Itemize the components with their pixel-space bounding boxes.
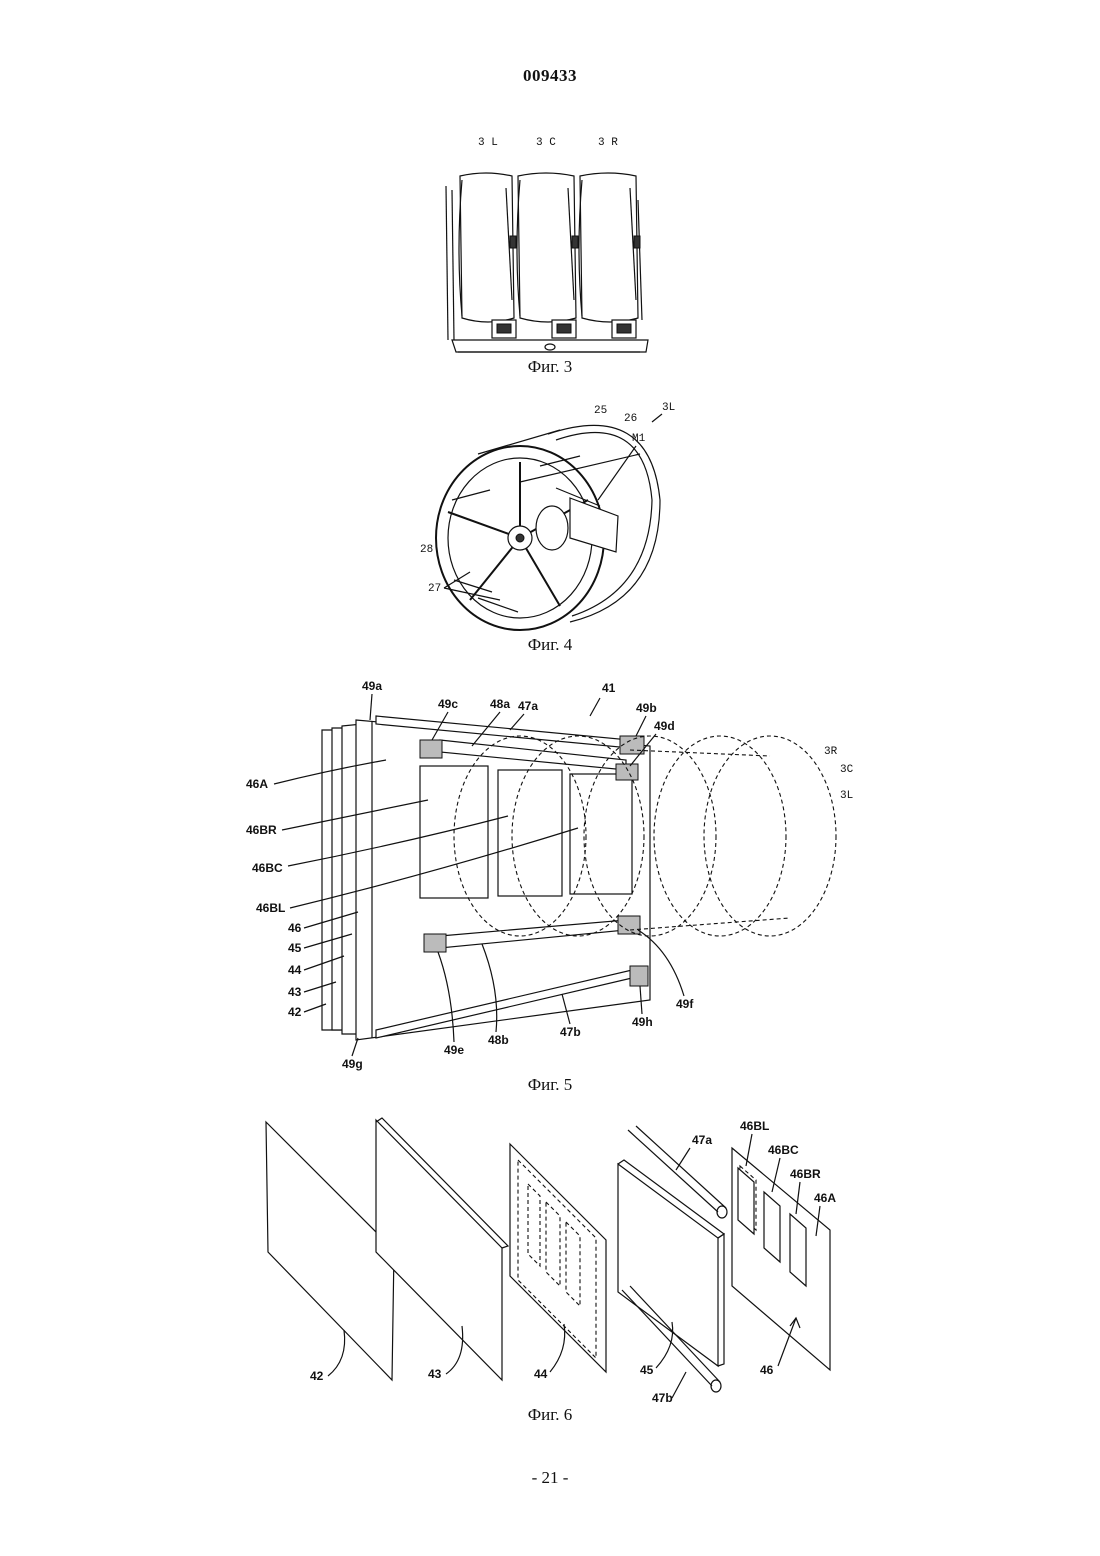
fig5-label-46bl: 46BL xyxy=(256,901,285,915)
fig6-label-47a: 47a xyxy=(692,1133,712,1147)
fig5-label-3c: 3C xyxy=(840,764,854,776)
fig6-exploded-layers-drawing: 42 43 44 45 47a 47b 46BL xyxy=(266,1118,836,1405)
fig5-label-46br: 46BR xyxy=(246,823,277,837)
fig5-label-49g: 49g xyxy=(342,1057,363,1071)
fig6-label-46bl: 46BL xyxy=(740,1119,769,1133)
fig5-label-43: 43 xyxy=(288,985,302,999)
fig5-label-46bc: 46BC xyxy=(252,861,283,875)
fig5-label-3l: 3L xyxy=(840,790,853,802)
fig6-label-42: 42 xyxy=(310,1369,324,1383)
fig6-label-44: 44 xyxy=(534,1367,548,1381)
fig3-label-3c: 3 C xyxy=(536,137,556,149)
fig5-label-45: 45 xyxy=(288,941,302,955)
fig6-label-45: 45 xyxy=(640,1363,654,1377)
fig4-caption: Фиг. 4 xyxy=(0,635,1100,655)
reel-3c xyxy=(517,173,576,338)
fig6-label-47b: 47b xyxy=(652,1391,673,1405)
fig6-label-43: 43 xyxy=(428,1367,442,1381)
fig5-label-49c: 49c xyxy=(438,697,458,711)
fig3-reel-unit-drawing: 3 L 3 C 3 R xyxy=(446,137,648,352)
fig5-label-49a: 49a xyxy=(362,679,382,693)
fig5-label-46a: 46A xyxy=(246,777,268,791)
fig3-label-3r: 3 R xyxy=(598,137,618,149)
fig4-label-26: 26 xyxy=(624,413,637,425)
fig5-display-assembly-drawing: 49a 49c 48a 47a 41 49b 49d 3R 3C 3L 46A … xyxy=(246,679,854,1071)
reel-3l xyxy=(459,173,516,338)
fig5-label-49h: 49h xyxy=(632,1015,653,1029)
fig5-label-49f: 49f xyxy=(676,997,694,1011)
fig5-label-42: 42 xyxy=(288,1005,302,1019)
fig5-label-47b: 47b xyxy=(560,1025,581,1039)
fig5-label-46: 46 xyxy=(288,921,302,935)
fig4-label-3l: 3L xyxy=(662,402,675,414)
fig5-label-47a: 47a xyxy=(518,699,538,713)
fig3-caption: Фиг. 3 xyxy=(0,357,1100,377)
fig4-label-m1: M1 xyxy=(632,433,646,445)
fig5-label-49b: 49b xyxy=(636,701,657,715)
fig4-label-28: 28 xyxy=(420,544,433,556)
reel-3r xyxy=(579,173,642,338)
fig4-reel-drawing: 25 26 3L M1 28 27 xyxy=(420,402,675,630)
fig6-label-46a: 46A xyxy=(814,1191,836,1205)
fig5-label-44: 44 xyxy=(288,963,302,977)
fig5-label-3r: 3R xyxy=(824,746,838,758)
fig5-caption: Фиг. 5 xyxy=(0,1075,1100,1095)
fig4-label-27: 27 xyxy=(428,583,441,595)
fig6-caption: Фиг. 6 xyxy=(0,1405,1100,1425)
page-number: - 21 - xyxy=(0,1468,1100,1488)
fig6-label-46: 46 xyxy=(760,1363,774,1377)
fig6-label-46bc: 46BC xyxy=(768,1143,799,1157)
fig4-label-25: 25 xyxy=(594,405,607,417)
fig5-label-49d: 49d xyxy=(654,719,675,733)
fig5-label-48b: 48b xyxy=(488,1033,509,1047)
fig6-label-46br: 46BR xyxy=(790,1167,821,1181)
fig5-label-41: 41 xyxy=(602,681,616,695)
fig5-label-48a: 48a xyxy=(490,697,510,711)
fig3-label-3l: 3 L xyxy=(478,137,498,149)
fig5-label-49e: 49e xyxy=(444,1043,464,1057)
